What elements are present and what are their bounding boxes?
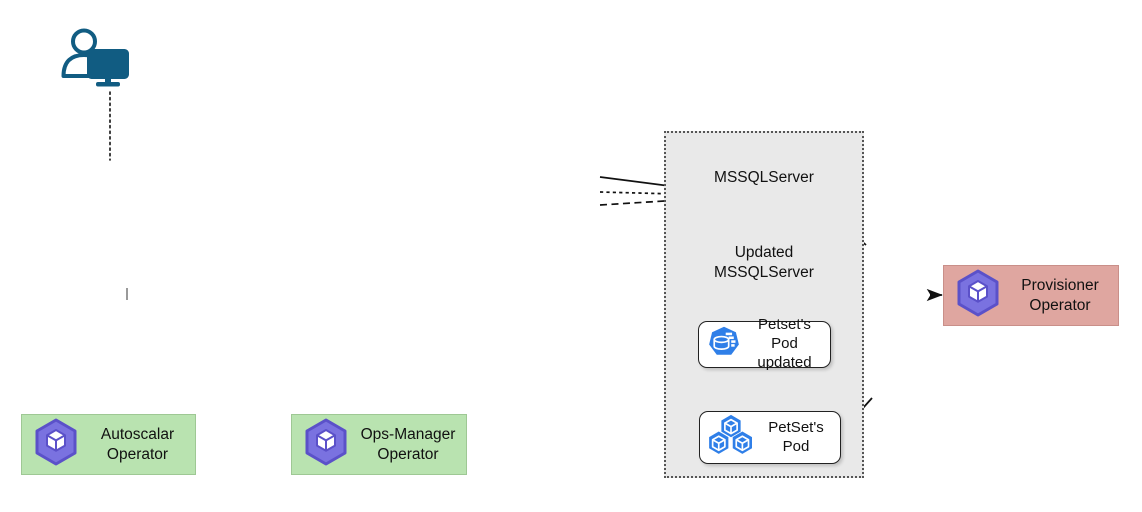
operator-cube-icon (302, 418, 350, 471)
operator-autoscalar[interactable]: Autoscalar Operator (21, 414, 196, 475)
k8s-pod-icon (707, 325, 741, 364)
operator-ops-manager-label: Ops-Manager Operator (360, 426, 456, 463)
resource-mssqlserver-label: MSSQLServer (714, 169, 814, 186)
card-petset-pod[interactable]: PetSet's Pod (699, 411, 841, 464)
card-petset-pod-updated[interactable]: Petset's Pod updated (698, 316, 831, 371)
operator-provisioner[interactable]: Provisioner Operator (943, 265, 1119, 326)
card-petset-pod-updated-label: Petset's Pod updated (757, 316, 812, 371)
operator-ops-manager[interactable]: Ops-Manager Operator (291, 414, 467, 475)
resource-updated-mssqlserver-label: Updated MSSQLServer (714, 244, 814, 281)
operator-provisioner-label: Provisioner Operator (1021, 277, 1099, 314)
user-at-computer-icon (60, 28, 132, 95)
operator-cube-icon (954, 269, 1002, 322)
operator-cube-icon (32, 418, 80, 471)
k8s-petset-icon (708, 414, 754, 461)
operator-autoscalar-label: Autoscalar Operator (100, 426, 175, 463)
card-petset-pod-label: PetSet's Pod (768, 418, 824, 455)
